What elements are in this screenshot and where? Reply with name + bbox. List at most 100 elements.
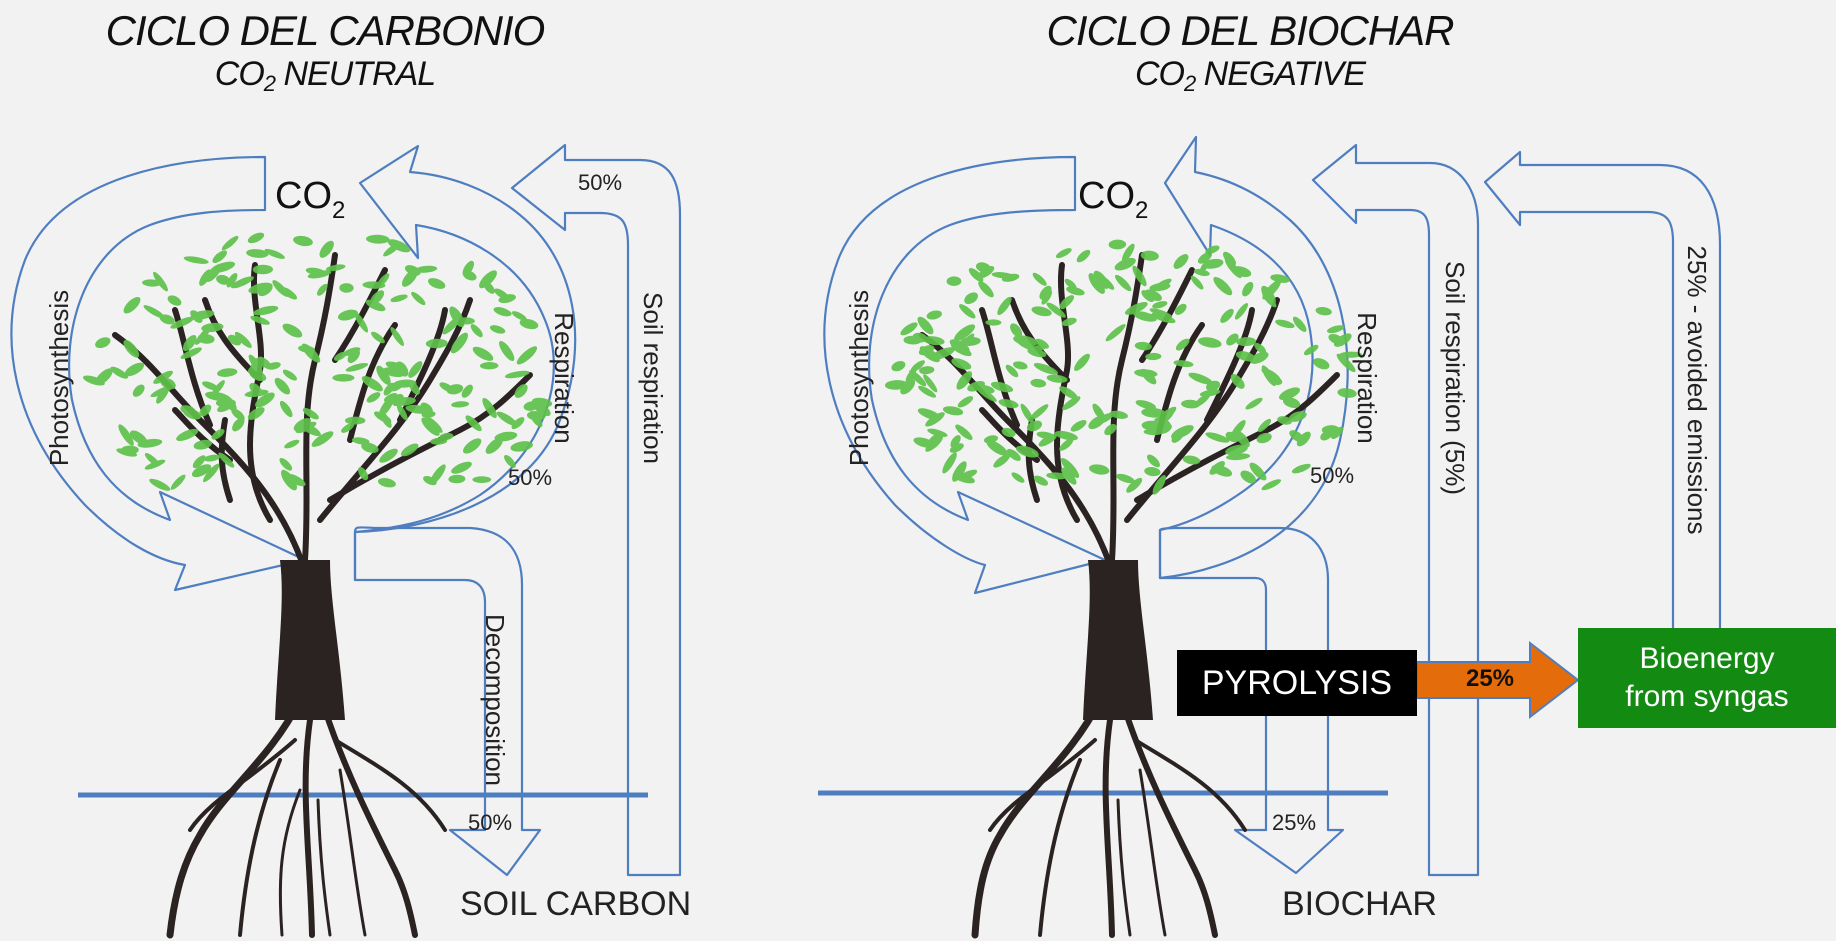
leaf-shape — [511, 311, 527, 321]
leaf-shape — [923, 374, 938, 393]
leaf-shape — [1174, 303, 1187, 315]
leaf-shape — [1245, 397, 1263, 410]
left-respiration-pct: 50% — [508, 465, 552, 490]
leaf-shape — [1339, 351, 1363, 358]
leaf-shape — [211, 380, 225, 396]
leaf-shape — [1033, 363, 1059, 375]
leaf-shape — [1140, 368, 1157, 385]
leaf-shape — [374, 411, 392, 424]
left-co2-label: CO2 — [275, 175, 345, 224]
leaf-shape — [1005, 364, 1019, 378]
leaf-shape — [1256, 432, 1272, 444]
leaf-shape — [949, 443, 964, 453]
leaf-shape — [361, 442, 379, 454]
leaf-shape — [479, 361, 499, 370]
leaf-shape — [1039, 285, 1052, 300]
leaf-shape — [1262, 279, 1282, 300]
leaf-shape — [532, 397, 553, 408]
leaf-shape — [95, 368, 113, 386]
leaf-shape — [1277, 416, 1292, 425]
leaf-shape — [149, 478, 171, 491]
leaf-shape — [332, 374, 355, 382]
right-soil-respiration-arrow — [1311, 143, 1480, 877]
leaf-shape — [1234, 430, 1250, 448]
leaf-shape — [430, 437, 448, 445]
leaf-shape — [1001, 427, 1016, 438]
leaf-shape — [510, 441, 533, 452]
leaf-shape — [954, 324, 976, 341]
leaf-shape — [252, 264, 273, 275]
leaf-shape — [1282, 397, 1301, 409]
leaf-shape — [1033, 475, 1049, 486]
leaf-shape — [494, 288, 509, 300]
leaf-shape — [1205, 245, 1220, 255]
leaf-shape — [428, 278, 446, 289]
leaf-shape — [1074, 353, 1090, 371]
leaf-shape — [176, 428, 199, 441]
leaf-shape — [411, 291, 426, 306]
bioenergy-label-line2: from syngas — [1625, 680, 1789, 713]
leaf-shape — [1313, 358, 1330, 370]
leaf-shape — [253, 305, 279, 316]
leaf-shape — [361, 376, 383, 392]
leaf-shape — [408, 361, 423, 378]
leaf-shape — [1220, 308, 1234, 323]
leaf-shape — [1240, 470, 1256, 484]
leaf-shape — [1270, 274, 1290, 283]
leaf-shape — [1257, 418, 1272, 433]
left-title: CICLO DEL CARBONIO — [105, 7, 546, 54]
leaf-shape — [1151, 312, 1176, 324]
leaf-shape — [967, 381, 985, 392]
leaf-shape — [942, 406, 964, 416]
leaf-shape — [918, 385, 937, 398]
leaf-shape — [1152, 301, 1168, 309]
leaf-shape — [451, 401, 470, 408]
leaf-shape — [281, 469, 297, 491]
right-respiration-pct: 50% — [1310, 463, 1354, 488]
leaf-shape — [420, 402, 433, 414]
leaf-shape — [183, 408, 202, 420]
leaf-shape — [250, 315, 270, 325]
leaf-shape — [358, 467, 369, 481]
left-soil-respiration-arrow — [510, 143, 682, 877]
leaf-shape — [343, 347, 361, 356]
leaf-shape — [132, 384, 145, 397]
left-respiration-label: Respiration — [549, 312, 579, 444]
right-respiration-label: Respiration — [1352, 312, 1382, 444]
leaf-shape — [247, 362, 264, 374]
leaf-shape — [1036, 431, 1056, 440]
leaf-shape — [226, 272, 238, 288]
right-tree-trunk — [1083, 560, 1153, 720]
leaf-shape — [1234, 303, 1249, 320]
leaf-shape — [1154, 417, 1171, 427]
leaf-shape — [1328, 334, 1344, 345]
right-tree-leaves — [884, 239, 1363, 495]
right-biochar-arrow — [1158, 526, 1345, 875]
left-tree — [82, 232, 553, 939]
leaf-shape — [1061, 467, 1077, 485]
leaf-shape — [959, 304, 976, 319]
leaf-shape — [1114, 257, 1136, 271]
leaf-shape — [216, 274, 231, 285]
leaf-shape — [985, 319, 1002, 326]
pyrolysis-label: PYROLYSIS — [1201, 663, 1393, 702]
leaf-shape — [1060, 458, 1080, 478]
leaf-shape — [900, 322, 918, 336]
leaf-shape — [170, 316, 195, 329]
leaf-shape — [247, 407, 265, 420]
leaf-shape — [1254, 342, 1267, 354]
leaf-shape — [1144, 289, 1162, 302]
leaf-shape — [1041, 290, 1053, 305]
leaf-shape — [110, 366, 129, 379]
leaf-shape — [1133, 311, 1157, 322]
leaf-shape — [1059, 386, 1078, 400]
leaf-shape — [393, 379, 417, 388]
leaf-shape — [470, 324, 483, 338]
leaf-shape — [366, 234, 390, 244]
leaf-shape — [485, 437, 503, 454]
leaf-shape — [1061, 317, 1077, 327]
leaf-shape — [347, 349, 360, 363]
bioenergy-box: Bioenergy from syngas — [1578, 628, 1836, 728]
leaf-shape — [95, 337, 111, 349]
leaf-shape — [232, 417, 245, 432]
